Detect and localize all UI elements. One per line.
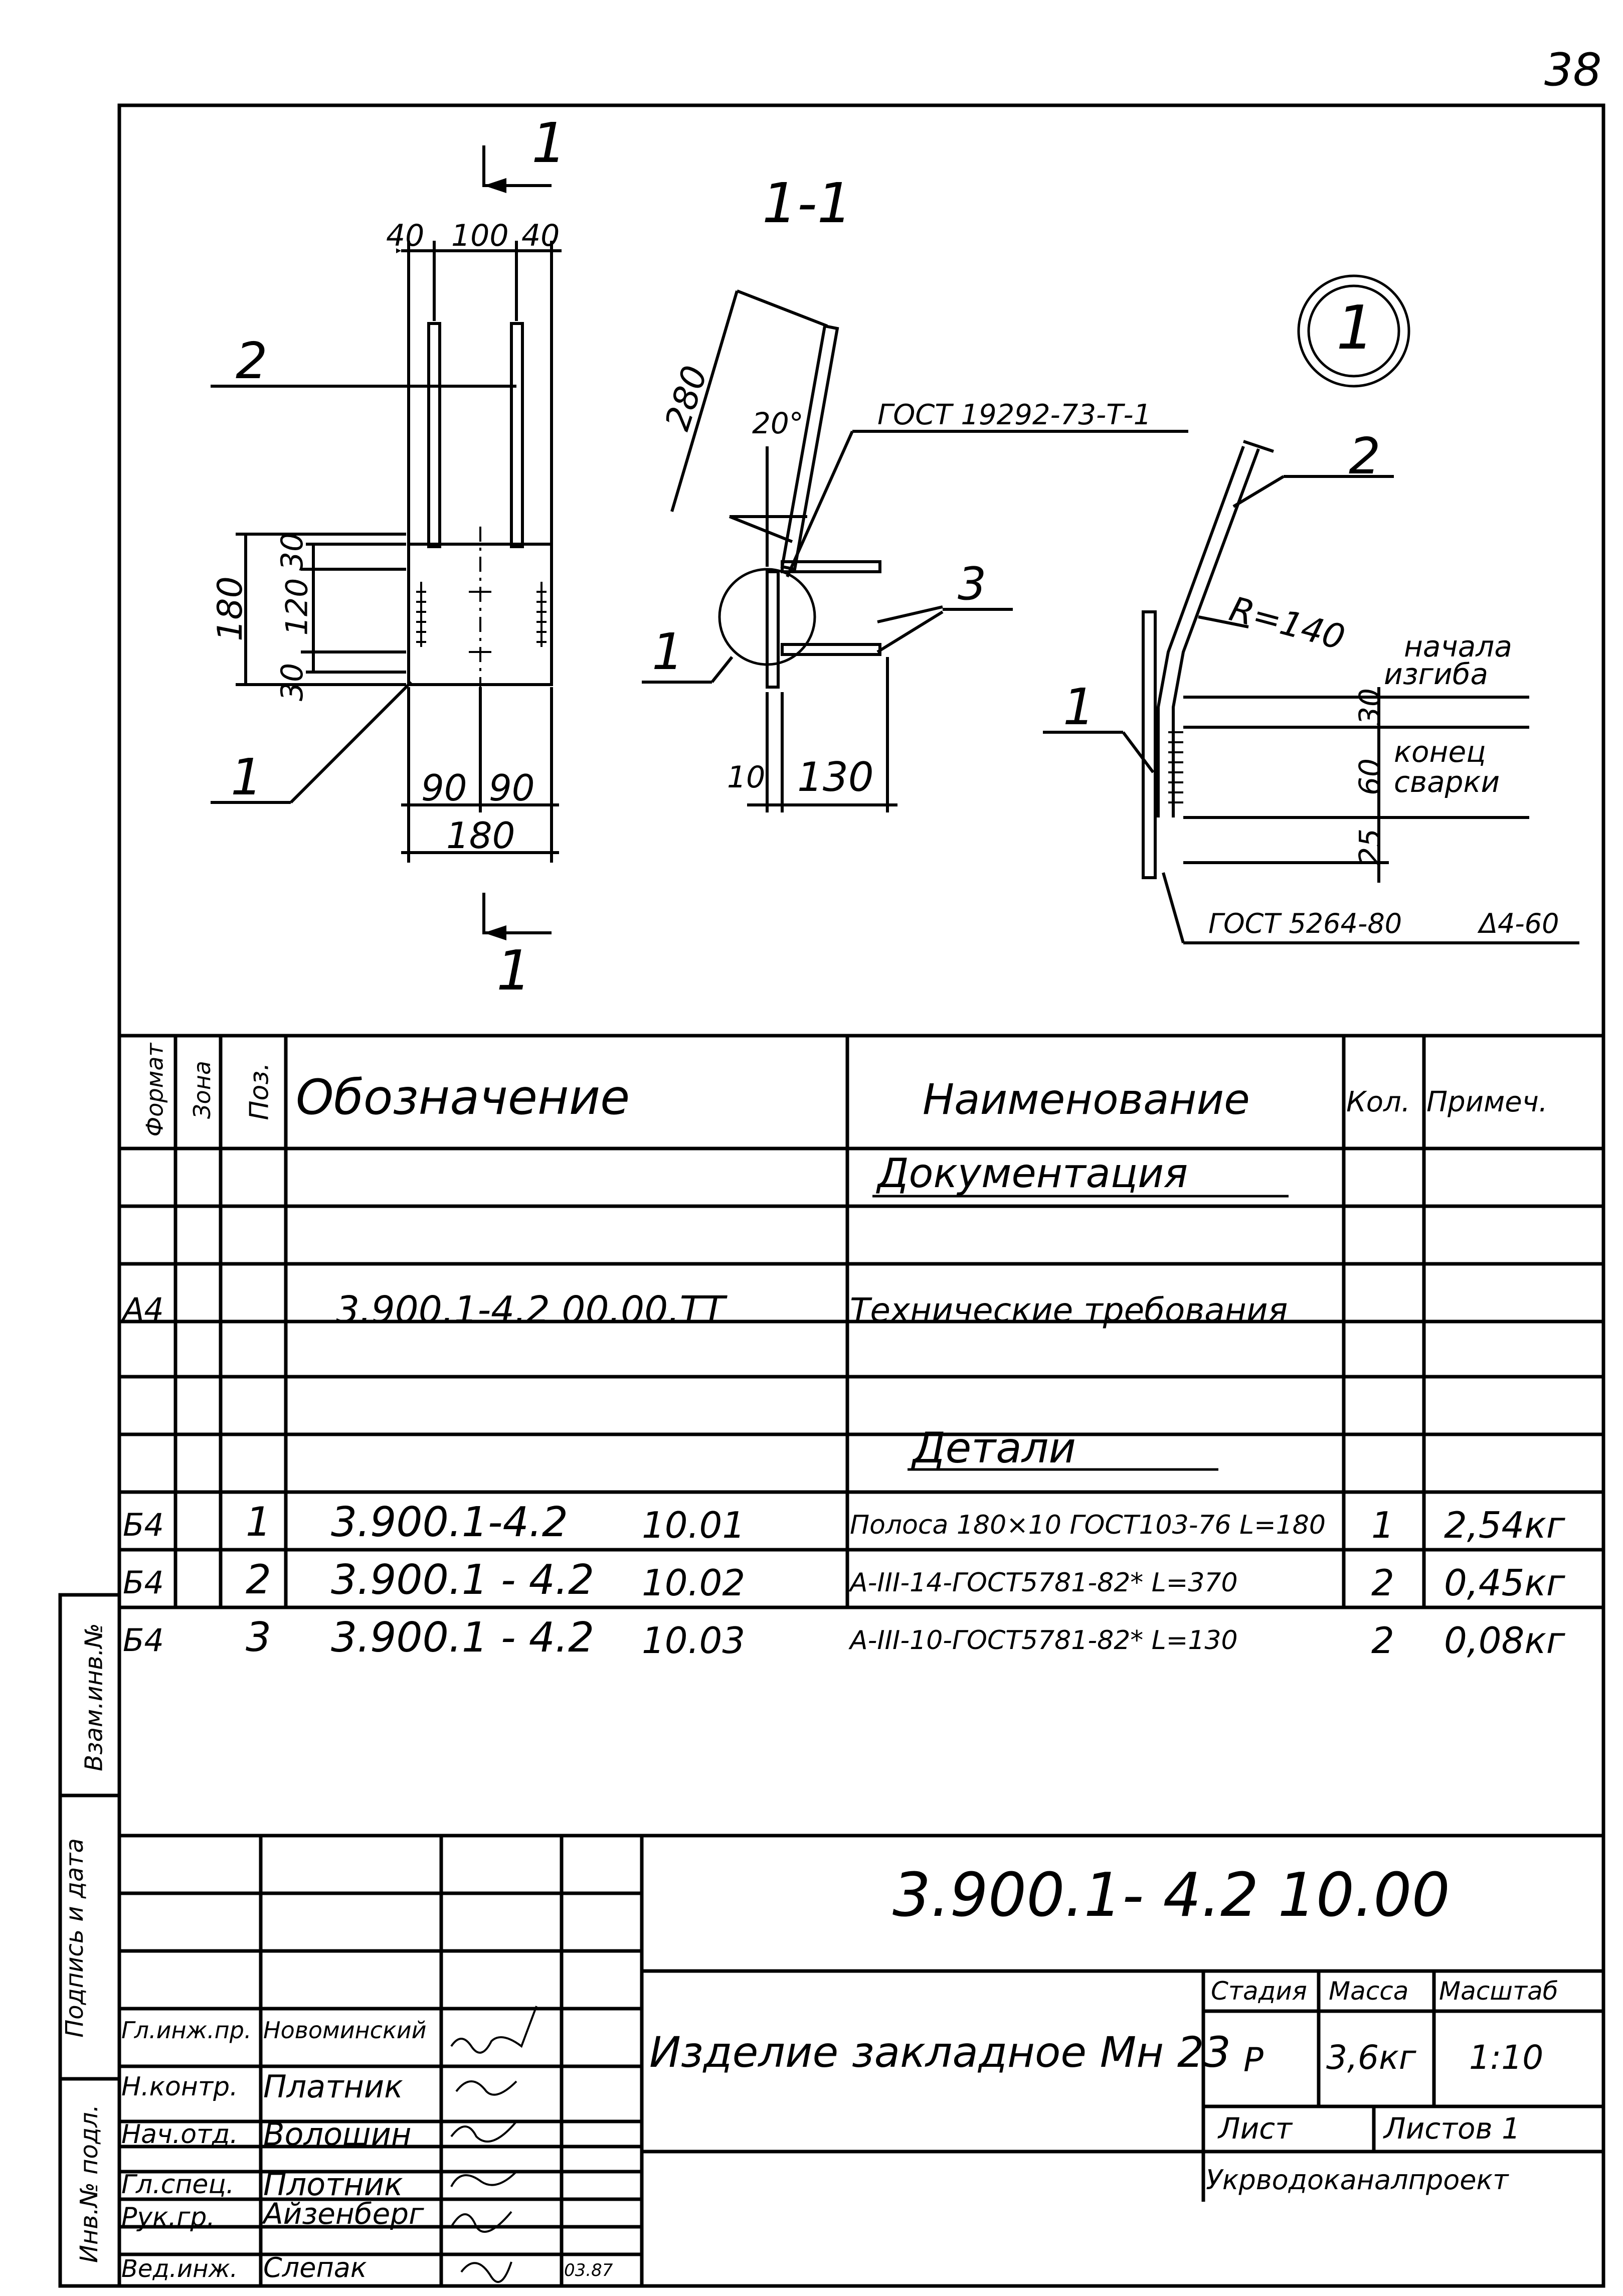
row-code: 10.02 (642, 1562, 746, 1604)
role-label: Гл.спец. (121, 2170, 235, 2200)
dim-front-top-3: 40 (521, 218, 560, 253)
sheets-label: Листов 1 (1384, 2111, 1520, 2146)
doc-designation: 3.900.1-4.2 00.00.ТТ (336, 1288, 726, 1332)
role-label: Вед.инж. (121, 2255, 238, 2283)
weld-end-1: конец (1394, 735, 1486, 769)
section-title: 1-1 (762, 171, 852, 235)
callout-front-2: 2 (236, 332, 268, 390)
row-note: 2,54кг (1444, 1504, 1565, 1546)
header-qty: Кол. (1346, 1086, 1410, 1118)
mass-label: Масса (1329, 1977, 1409, 2006)
row-designation: 3.900.1 - 4.2 (331, 1614, 595, 1662)
row-code: 10.01 (642, 1504, 746, 1546)
section-documentation: Документация (877, 1150, 1188, 1197)
callout-detail-2: 2 (1349, 427, 1381, 485)
role-label: Н.контр. (121, 2072, 238, 2102)
callout-detail-1: 1 (1063, 678, 1095, 736)
row-pos: 1 (246, 1499, 271, 1545)
callout-front-1: 1 (231, 748, 263, 806)
row-name: А-III-14-ГОСТ5781-82* L=370 (850, 1568, 1238, 1598)
stamp-inv-original: Инв.№ подл. (75, 2104, 103, 2263)
row-designation: 3.900.1 - 4.2 (331, 1556, 595, 1604)
dim-section-bottom-1: 10 (727, 760, 766, 795)
row-format: Б4 (123, 1507, 164, 1543)
dim-front-bottom-total: 180 (446, 814, 515, 857)
weld-ref-2-code: Δ4-60 (1479, 908, 1559, 939)
header-designation: Обозначение (296, 1069, 630, 1125)
dim-front-bottom-2: 90 (489, 767, 535, 809)
role-label: Рук.гр. (121, 2202, 215, 2232)
bend-start-2: изгиба (1384, 657, 1489, 691)
date-value: 03.87 (564, 2260, 613, 2280)
dim-section-bottom-2: 130 (797, 754, 874, 800)
dim-detail-2: 60 (1352, 758, 1387, 795)
page-number: 38 (1544, 44, 1602, 96)
dim-front-left-2: 120 (279, 578, 315, 636)
row-qty: 2 (1371, 1619, 1394, 1662)
doc-code: 3.900.1- 4.2 10.00 (892, 1861, 1450, 1930)
doc-name: Технические требования (850, 1291, 1288, 1330)
row-qty: 1 (1371, 1504, 1394, 1546)
dim-section-angle: 20° (752, 406, 804, 440)
stage-label: Стадия (1211, 1977, 1307, 2006)
dim-front-left-total: 180 (210, 576, 250, 641)
row-format: Б4 (123, 1622, 164, 1659)
sheet-label: Лист (1218, 2111, 1292, 2146)
scale-value: 1:10 (1469, 2038, 1544, 2077)
scale-label: Масштаб (1439, 1977, 1558, 2006)
person-name: Плотник (263, 2166, 403, 2203)
dim-front-left-3: 30 (275, 532, 310, 571)
row-designation: 3.900.1-4.2 (331, 1499, 568, 1546)
dim-detail-1: 30 (1352, 688, 1387, 725)
row-pos: 2 (246, 1556, 271, 1603)
person-name: Волошин (263, 2116, 412, 2153)
header-note: Примеч. (1426, 1086, 1548, 1118)
header-pos: Поз. (244, 1062, 275, 1120)
row-code: 10.03 (642, 1619, 746, 1662)
dim-front-bottom-1: 90 (421, 767, 467, 809)
drawing-title: Изделие закладное Мн 23 (649, 2028, 1231, 2077)
stage-value: Р (1243, 2041, 1264, 2079)
callout-section-1: 1 (652, 622, 684, 681)
section-mark-bottom: 1 (496, 938, 531, 1003)
mass-value: 3,6кг (1326, 2038, 1416, 2077)
dim-front-top-2: 100 (451, 218, 509, 253)
role-label: Нач.отд. (121, 2119, 238, 2150)
person-name: Айзенберг (263, 2197, 424, 2231)
person-name: Новоминский (263, 2017, 427, 2044)
header-zone: Зона (188, 1061, 216, 1119)
weld-ref-1: ГОСТ 19292-73-Т-1 (877, 399, 1152, 431)
doc-format: А4 (123, 1291, 164, 1328)
bend-start-1: начала (1404, 629, 1512, 664)
callout-section-3: 3 (958, 558, 987, 610)
stamp-signature-date: Подпись и дата (60, 1838, 89, 2038)
dim-detail-3: 25 (1352, 829, 1387, 866)
header-format: Формат (141, 1043, 168, 1137)
row-format: Б4 (123, 1564, 164, 1601)
dim-front-top-1: 40 (386, 218, 425, 253)
row-name: А-III-10-ГОСТ5781-82* L=130 (850, 1625, 1238, 1656)
person-name: Слепак (263, 2252, 367, 2283)
section-parts: Детали (913, 1423, 1076, 1472)
detail-mark: 1 (1336, 293, 1375, 363)
role-label: Гл.инж.пр. (121, 2017, 252, 2044)
row-note: 0,08кг (1444, 1619, 1565, 1662)
section-mark-top: 1 (531, 111, 567, 175)
row-note: 0,45кг (1444, 1562, 1565, 1604)
organization: Укрводоканалпроект (1206, 2164, 1509, 2196)
dim-front-left-1: 30 (275, 663, 310, 702)
stamp-replaced-inv: Взам.инв.№ (80, 1623, 108, 1771)
weld-ref-2: ГОСТ 5264-80 (1208, 908, 1402, 939)
row-name: Полоса 180×10 ГОСТ103-76 L=180 (850, 1510, 1326, 1540)
weld-end-2: сварки (1394, 765, 1500, 799)
person-name: Платник (263, 2068, 403, 2105)
row-pos: 3 (246, 1614, 271, 1661)
header-name: Наименование (923, 1075, 1250, 1124)
row-qty: 2 (1371, 1562, 1394, 1604)
